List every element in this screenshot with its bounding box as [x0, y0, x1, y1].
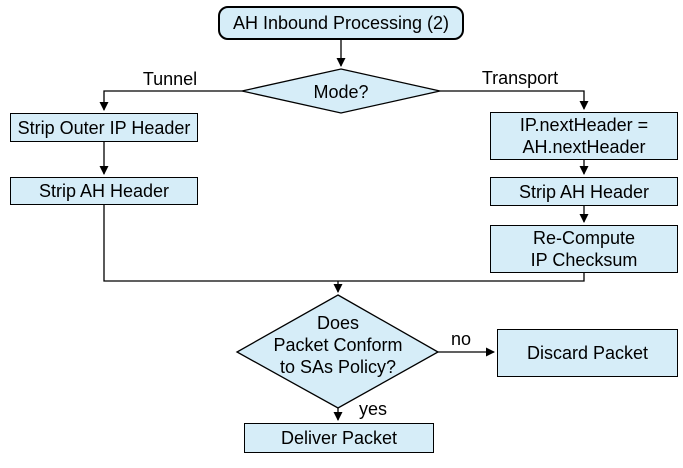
node-recompute-checksum-line1: Re-Compute [532, 228, 636, 248]
node-strip-ah-header-transport: Strip AH Header [490, 177, 678, 206]
edge-label-transport: Transport [481, 68, 559, 88]
node-deliver-packet: Deliver Packet [244, 423, 434, 453]
edge-branches-join [103, 205, 585, 282]
node-strip-ah-header-tunnel: Strip AH Header [10, 177, 198, 205]
node-recompute-checksum: Re-Compute IP Checksum [490, 225, 678, 273]
node-policy-decision-line3: to SAs Policy? [279, 357, 397, 377]
edge-label-tunnel: Tunnel [142, 69, 198, 89]
edge-label-no: no [450, 329, 472, 349]
edge-mode-to-set-next-header-transport [440, 90, 589, 110]
edge-mode-to-strip-outer-tunnel [99, 90, 242, 111]
node-policy-decision-line2: Packet Conform [273, 335, 403, 355]
node-policy-decision-label: Does Packet Conform to SAs Policy? [258, 312, 418, 378]
node-recompute-checksum-line2: IP Checksum [530, 250, 638, 270]
node-strip-outer-ip-header: Strip Outer IP Header [10, 113, 198, 142]
node-set-next-header-line2: AH.nextHeader [522, 137, 646, 157]
node-start: AH Inbound Processing (2) [218, 6, 464, 40]
node-policy-decision-line1: Does [316, 313, 360, 333]
mode-decision-diamond [241, 68, 441, 114]
edge-label-yes: yes [358, 399, 387, 419]
node-set-next-header: IP.nextHeader = AH.nextHeader [490, 112, 678, 160]
node-discard-packet: Discard Packet [497, 329, 678, 377]
node-set-next-header-line1: IP.nextHeader = [519, 115, 649, 135]
node-mode-decision-label: Mode? [313, 82, 369, 102]
